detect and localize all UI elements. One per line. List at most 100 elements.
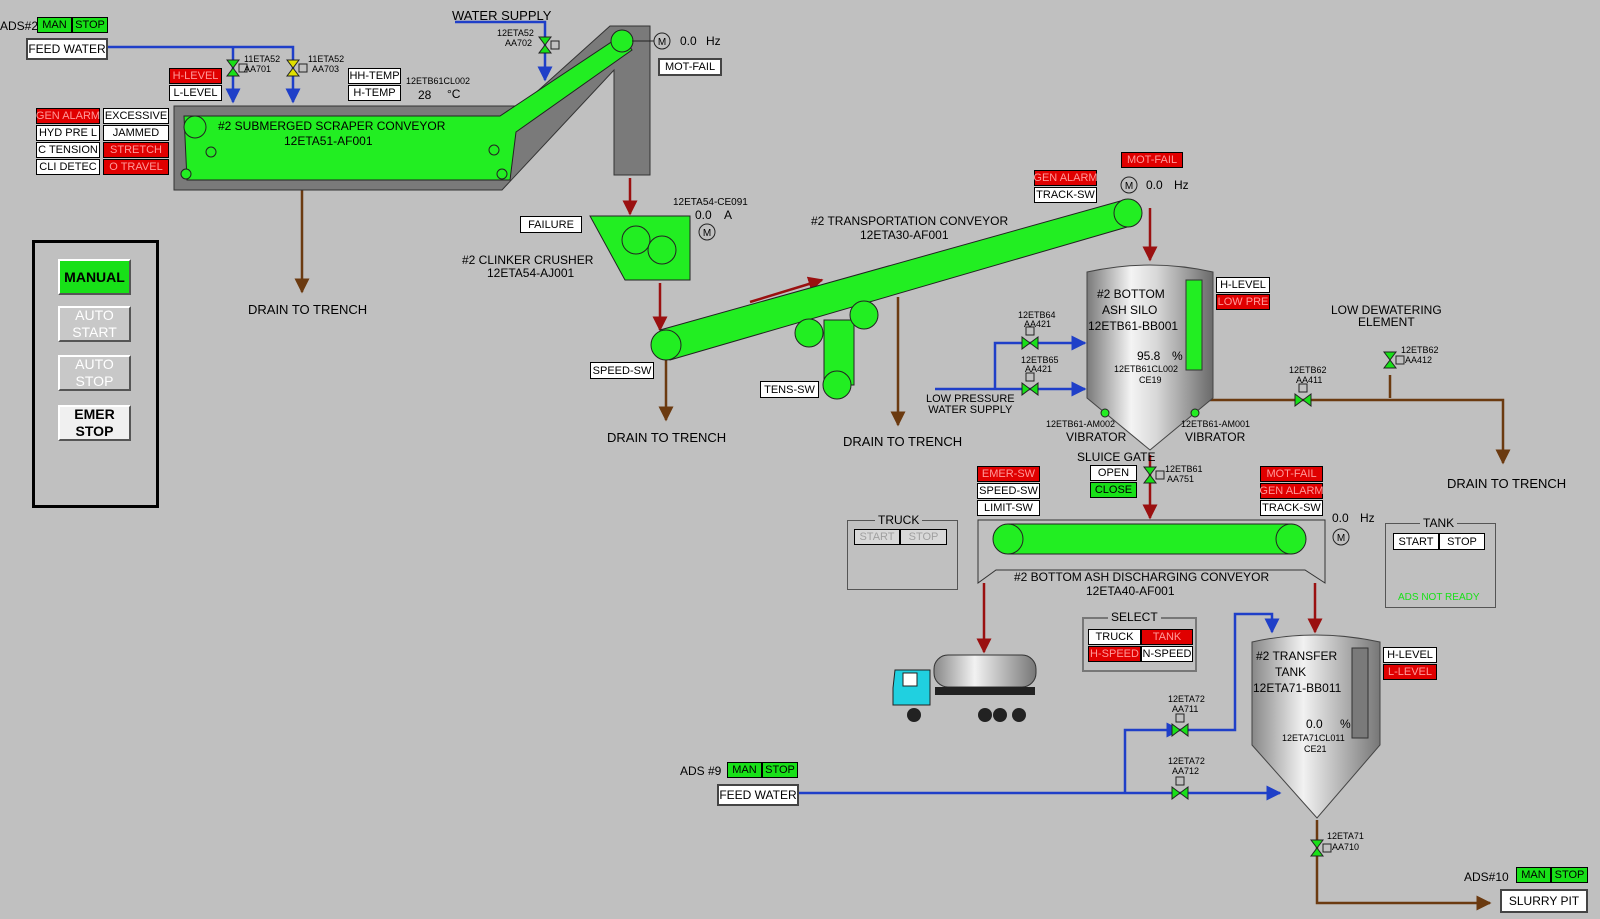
transport-motor-icon[interactable] — [1120, 176, 1138, 194]
valve-icon[interactable] — [1171, 786, 1189, 800]
crusher-title: #2 CLINKER CRUSHER — [462, 253, 594, 267]
silo-level-tag: 12ETB61CL002 — [1114, 364, 1179, 374]
ads9-man-button[interactable]: MAN — [727, 762, 762, 778]
transfer-level-tag: CE21 — [1304, 744, 1327, 754]
crusher-tag: 12ETA54-AJ001 — [487, 266, 575, 280]
valve-tag: AA421 — [1025, 364, 1053, 374]
transfer-title-2: TANK — [1275, 665, 1307, 679]
ads9-stop-button[interactable]: STOP — [762, 762, 798, 778]
auto-start-button[interactable]: AUTO START — [58, 306, 131, 342]
scraper-status-indicator: HYD PRE L — [36, 125, 100, 141]
valve-tag: 12ETB61 — [1165, 464, 1203, 474]
valve-tag: AA421 — [1024, 319, 1052, 329]
valve-actuator-icon — [238, 63, 248, 73]
valve-icon[interactable] — [1021, 336, 1039, 350]
crusher-motor-icon[interactable] — [698, 223, 716, 241]
ads2-label: ADS#2 — [0, 19, 39, 33]
truck-stop-button[interactable]: STOP — [900, 529, 947, 545]
ads2-stop-button[interactable]: STOP — [72, 17, 108, 33]
scraper-title: #2 SUBMERGED SCRAPER CONVEYOR — [218, 119, 446, 133]
auto-stop-button[interactable]: AUTO STOP — [58, 355, 131, 391]
valve-icon[interactable] — [226, 59, 240, 77]
ads9-feed-water-button[interactable]: FEED WATER — [717, 784, 799, 806]
ads10-label: ADS#10 — [1464, 870, 1509, 884]
scraper-status-indicator: O TRAVEL — [103, 159, 169, 175]
valve-icon[interactable] — [1021, 382, 1039, 396]
discharge-emer-sw-indicator: EMER-SW — [977, 466, 1040, 482]
discharge-title: #2 BOTTOM ASH DISCHARGING CONVEYOR — [1014, 570, 1270, 584]
silo-h-level-indicator: H-LEVEL — [1216, 277, 1270, 293]
svg-text:M: M — [1337, 533, 1345, 544]
svg-text:M: M — [1125, 181, 1133, 192]
valve-icon[interactable] — [1171, 723, 1189, 737]
scraper-status-indicator: GEN ALARM — [35, 108, 101, 124]
valve-tag: 12ETB62 — [1289, 365, 1327, 375]
emer-stop-button[interactable]: EMER STOP — [58, 405, 131, 441]
select-h-speed-button[interactable]: H-SPEED — [1088, 646, 1141, 662]
discharge-limit-sw-indicator: LIMIT-SW — [977, 500, 1040, 516]
valve-tag: 12ETA72 — [1168, 694, 1205, 704]
truck-icon — [892, 654, 1037, 722]
valve-actuator-icon — [550, 40, 560, 50]
discharge-motor-icon[interactable] — [1332, 528, 1350, 546]
valve-actuator-icon — [1025, 372, 1035, 382]
scraper-l-level-indicator: L-LEVEL — [169, 85, 222, 101]
ads2-feed-water-button[interactable]: FEED WATER — [26, 38, 108, 60]
transport-title: #2 TRANSPORTATION CONVEYOR — [811, 214, 1009, 228]
discharge-track-sw-indicator: TRACK-SW — [1260, 500, 1323, 516]
ads10-stop-button[interactable]: STOP — [1551, 867, 1588, 883]
valve-icon[interactable] — [1310, 839, 1324, 857]
silo-tag: 12ETB61-BB001 — [1088, 319, 1179, 333]
temp-tag: 12ETB61CL002 — [406, 76, 471, 86]
scraper-h-temp-indicator: H-TEMP — [348, 85, 401, 101]
valve-icon[interactable] — [1143, 466, 1157, 484]
scraper-status-indicator: EXCESSIVE — [103, 108, 169, 124]
transport-tag: 12ETA30-AF001 — [860, 228, 949, 242]
tank-panel-label: TANK — [1420, 516, 1458, 530]
tank-stop-button[interactable]: STOP — [1439, 533, 1485, 550]
select-truck-button[interactable]: TRUCK — [1088, 629, 1141, 645]
ads2-man-button[interactable]: MAN — [37, 17, 72, 33]
valve-icon[interactable] — [538, 36, 552, 54]
transport-gen-alarm-indicator: GEN ALARM — [1033, 170, 1098, 186]
ads10-man-button[interactable]: MAN — [1516, 867, 1551, 883]
valve-tag: AA703 — [312, 64, 340, 74]
vibrator-label: VIBRATOR — [1185, 430, 1246, 444]
valve-tag: AA701 — [244, 64, 272, 74]
crusher-amp-value: 0.0 — [695, 208, 712, 222]
crusher-amp-tag: 12ETA54-CE091 — [673, 197, 748, 208]
scraper-status-indicator: CLI DETEC — [36, 159, 100, 175]
valve-icon[interactable] — [1294, 393, 1312, 407]
ads10-slurry-pit-button[interactable]: SLURRY PIT — [1500, 889, 1588, 913]
transfer-l-level-indicator: L-LEVEL — [1383, 664, 1437, 680]
sluice-close-button[interactable]: CLOSE — [1090, 482, 1137, 498]
ads9-label: ADS #9 — [680, 764, 722, 778]
silo-level-value: 95.8 — [1137, 349, 1161, 363]
scraper-tag: 12ETA51-AF001 — [284, 134, 373, 148]
select-tank-button[interactable]: TANK — [1141, 629, 1193, 645]
discharge-belt — [992, 523, 1307, 555]
transfer-level-value: 0.0 — [1306, 717, 1323, 731]
dewatering-label: LOW DEWATERING ELEMENT — [1331, 303, 1442, 329]
valve-actuator-icon — [1298, 383, 1308, 393]
sluice-open-button[interactable]: OPEN — [1090, 465, 1137, 481]
select-n-speed-button[interactable]: N-SPEED — [1141, 646, 1193, 662]
valve-actuator-icon — [1175, 776, 1185, 786]
truck-start-button[interactable]: START — [854, 529, 900, 545]
transport-track-sw-indicator: TRACK-SW — [1034, 187, 1097, 203]
discharge-gen-alarm-indicator: GEN ALARM — [1259, 483, 1324, 499]
temp-value: 28 — [418, 88, 432, 102]
ash-silo — [1086, 264, 1214, 451]
manual-button[interactable]: MANUAL — [58, 259, 131, 295]
valve-tag: 12ETA71 — [1327, 831, 1364, 841]
tank-start-button[interactable]: START — [1393, 533, 1439, 550]
drain-label: DRAIN TO TRENCH — [248, 302, 368, 317]
control-panel — [32, 240, 159, 508]
valve-icon[interactable] — [1383, 351, 1397, 369]
valve-tag: AA751 — [1167, 474, 1195, 484]
valve-icon[interactable] — [286, 59, 300, 77]
truck-panel-label: TRUCK — [875, 513, 923, 527]
water-supply-label: WATER SUPPLY — [452, 8, 552, 23]
discharge-mot-fail-indicator: MOT-FAIL — [1260, 466, 1323, 482]
